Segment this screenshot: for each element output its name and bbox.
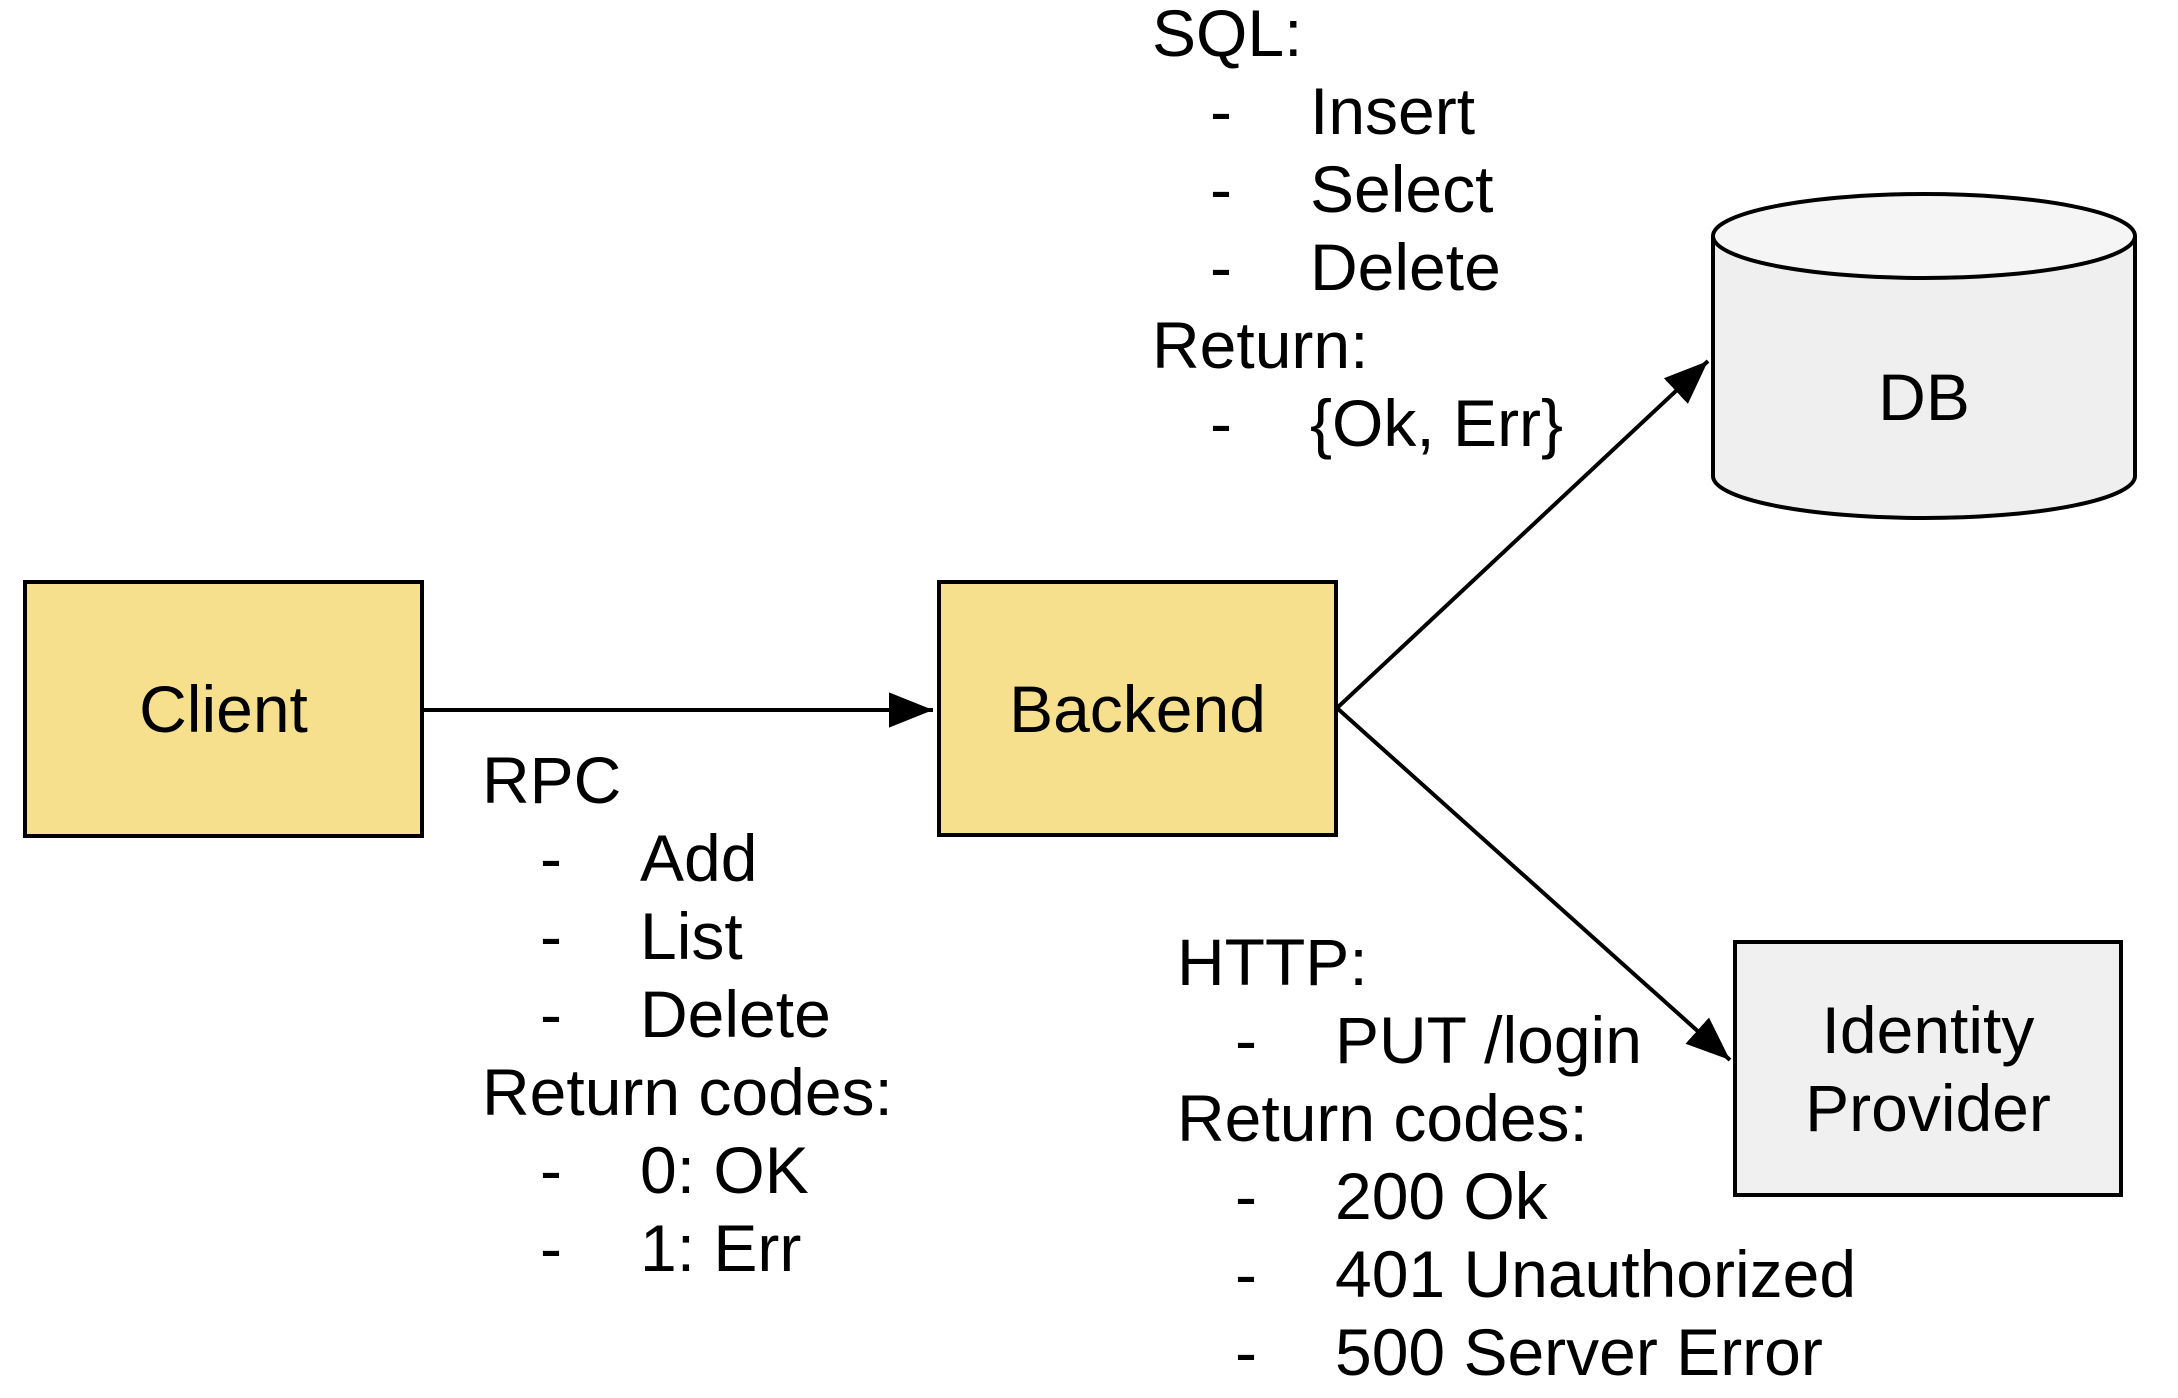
rpc-item-text: Add — [640, 821, 758, 895]
rpc-item: - Add — [482, 819, 893, 897]
bullet-dash: - — [540, 899, 562, 973]
http-return-item-text: 401 Unauthorized — [1335, 1237, 1857, 1311]
bullet-dash: - — [1210, 230, 1232, 304]
bullet-dash: - — [1235, 1159, 1257, 1233]
client-label: Client — [139, 672, 308, 746]
db-label-text: DB — [1878, 360, 1970, 434]
bullet-dash: - — [1235, 1003, 1257, 1077]
http-return-item: - 200 Ok — [1177, 1157, 1856, 1235]
db-cylinder-body — [1711, 236, 2137, 520]
db-cylinder — [1711, 192, 2137, 520]
bullet-dash: - — [1235, 1315, 1257, 1389]
sql-item: - Insert — [1152, 72, 1563, 150]
http-item: - PUT /login — [1177, 1001, 1856, 1079]
rpc-title: RPC — [482, 743, 622, 817]
http-item-text: PUT /login — [1335, 1003, 1642, 1077]
http-annotation-block: HTTP: - PUT /login Return codes: - 200 O… — [1177, 923, 1856, 1391]
sql-item-text: Select — [1310, 152, 1494, 226]
rpc-item: - List — [482, 897, 893, 975]
arrow-backend-to-db — [1335, 359, 1710, 710]
identity-provider-label: Identity Provider — [1805, 992, 2051, 1145]
bullet-dash: - — [1210, 152, 1232, 226]
bullet-dash: - — [540, 977, 562, 1051]
rpc-return-item: - 1: Err — [482, 1209, 893, 1287]
sql-item: - Delete — [1152, 228, 1563, 306]
sql-title: SQL: — [1152, 0, 1303, 70]
bullet-dash: - — [540, 821, 562, 895]
bullet-dash: - — [1235, 1237, 1257, 1311]
rpc-annotation-block: RPC - Add - List - Delete Return codes: … — [482, 741, 893, 1287]
db-cylinder-top — [1711, 192, 2137, 280]
arrow-backend-to-identity-provider — [1335, 706, 1732, 1062]
http-return-item-text: 200 Ok — [1335, 1159, 1548, 1233]
rpc-return-item: - 0: OK — [482, 1131, 893, 1209]
client-node: Client — [23, 580, 424, 838]
sql-item-text: Insert — [1310, 74, 1476, 148]
bullet-dash: - — [1210, 386, 1232, 460]
bullet-dash: - — [540, 1211, 562, 1285]
sql-annotation-block: SQL: - Insert - Select - Delete Return: … — [1152, 0, 1563, 462]
backend-node: Backend — [937, 580, 1338, 837]
http-return-item: - 401 Unauthorized — [1177, 1235, 1856, 1313]
identity-provider-node: Identity Provider — [1733, 940, 2123, 1197]
sql-item-text: Delete — [1310, 230, 1501, 304]
rpc-subtitle: Return codes: — [482, 1055, 893, 1129]
rpc-return-item-text: 0: OK — [640, 1133, 809, 1207]
sql-item: - Select — [1152, 150, 1563, 228]
http-return-item-text: 500 Server Error — [1335, 1315, 1823, 1389]
sql-return-item-text: {Ok, Err} — [1310, 386, 1564, 460]
rpc-item: - Delete — [482, 975, 893, 1053]
backend-label: Backend — [1009, 671, 1266, 746]
http-title: HTTP: — [1177, 925, 1368, 999]
rpc-item-text: Delete — [640, 977, 831, 1051]
bullet-dash: - — [540, 1133, 562, 1207]
bullet-dash: - — [1210, 74, 1232, 148]
http-return-item: - 500 Server Error — [1177, 1313, 1856, 1391]
rpc-item-text: List — [640, 899, 743, 973]
sql-subtitle: Return: — [1152, 308, 1369, 382]
rpc-return-item-text: 1: Err — [640, 1211, 802, 1285]
sql-return-item: - {Ok, Err} — [1152, 384, 1563, 462]
http-subtitle: Return codes: — [1177, 1081, 1588, 1155]
db-node-label: DB — [1711, 277, 2137, 517]
